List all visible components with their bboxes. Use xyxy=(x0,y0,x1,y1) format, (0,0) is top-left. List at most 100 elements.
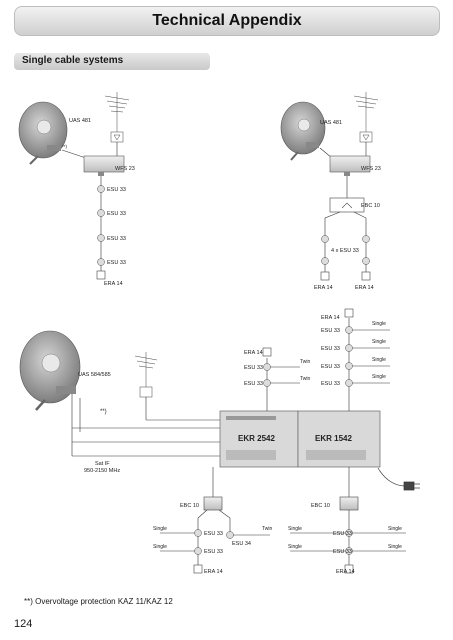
outlet-label: Twin xyxy=(262,526,273,532)
splitter-box xyxy=(329,197,365,213)
splitter-label: EBC 10 xyxy=(311,503,330,509)
outlet-label: Single xyxy=(388,526,402,532)
multiswitch-box xyxy=(329,155,371,176)
satellite-dish-icon xyxy=(280,101,326,161)
tap-icon xyxy=(362,257,370,265)
tap-icon xyxy=(345,326,353,334)
tap-label: ESU 33 xyxy=(107,211,126,217)
outlet-label: Single xyxy=(153,526,167,532)
tap-icon xyxy=(321,257,329,265)
splitter-label: EBC 10 xyxy=(180,503,199,509)
terrestrial-antenna-icon xyxy=(134,352,158,398)
splitter-box xyxy=(203,496,223,511)
outlet-label: Single xyxy=(372,321,386,327)
outlet-label: Single xyxy=(153,544,167,550)
terminator-icon xyxy=(193,564,203,574)
dish-label: UAS 481 xyxy=(320,120,342,126)
tap-icon xyxy=(97,185,105,193)
terminator-icon xyxy=(96,270,106,280)
terminator-label: ERA 14 xyxy=(355,285,374,291)
tap-label: ESU 33 xyxy=(321,346,340,352)
tap-icon xyxy=(194,529,202,537)
terrestrial-antenna-icon xyxy=(353,92,379,143)
tap-icon xyxy=(97,258,105,266)
terminator-icon xyxy=(361,271,371,281)
satellite-dish-icon xyxy=(18,101,68,165)
outlet-label: Single xyxy=(372,339,386,345)
tap-label: ESU 33 xyxy=(333,531,352,537)
terminator-label: ERA 14 xyxy=(321,315,340,321)
multiswitch-label: WFS 23 xyxy=(361,166,381,172)
satellite-dish-icon xyxy=(19,330,81,411)
terminator-label: ERA 14 xyxy=(336,569,355,575)
outlet-label: Single xyxy=(372,357,386,363)
footnote-text: Overvoltage protection KAZ 11/KAZ 12 xyxy=(35,597,173,606)
outlet-label: Single xyxy=(388,544,402,550)
device-label-right: EKR 1542 xyxy=(315,434,352,443)
terminator-label: ERA 14 xyxy=(104,281,123,287)
dish-label: UAS 584/585 xyxy=(78,372,111,378)
tap-icon xyxy=(226,531,234,539)
footnote: **) Overvoltage protection KAZ 11/KAZ 12 xyxy=(24,597,173,606)
multiswitch-device: EKR 1542 xyxy=(297,410,381,468)
overvoltage-marker: **) xyxy=(100,409,107,415)
terminator-label: ERA 14 xyxy=(314,285,333,291)
tap-label: ESU 33 xyxy=(204,531,223,537)
device-label-left: EKR 2542 xyxy=(238,434,275,443)
tap-icon xyxy=(345,362,353,370)
section-bar: Single cable systems xyxy=(14,53,210,70)
tap-label: ESU 33 xyxy=(107,260,126,266)
outlet-label: Single xyxy=(288,526,302,532)
tap-label: ESU 33 xyxy=(244,381,263,387)
terminator-icon xyxy=(320,271,330,281)
multiswitch-box xyxy=(83,155,125,176)
tap-icon xyxy=(263,379,271,387)
terminator-label: ERA 14 xyxy=(244,350,263,356)
tap-icon xyxy=(194,547,202,555)
tap-icon xyxy=(345,547,353,555)
tap-icon xyxy=(97,234,105,242)
section-title: Single cable systems xyxy=(22,55,124,66)
tap-icon xyxy=(321,235,329,243)
tap-icon xyxy=(345,529,353,537)
terminator-icon xyxy=(344,308,354,318)
diagram-3: UAS 584/585 **) Sat IF 950-2150 MHz EKR … xyxy=(19,308,420,575)
sat-if-range-label: 950-2150 MHz xyxy=(84,468,120,474)
tap-label: ESU 33 xyxy=(107,236,126,242)
header-bar: Technical Appendix xyxy=(14,6,440,36)
tap-icon xyxy=(345,379,353,387)
tap-label: ESU 33 xyxy=(204,549,223,555)
multiswitch-label: WFS 23 xyxy=(115,166,135,172)
diagram-2: UAS 481 WFS 23 EBC 10 4 x ESU 33 ERA 14 xyxy=(280,92,381,291)
overvoltage-marker: **) xyxy=(62,144,68,149)
sat-if-label: Sat IF xyxy=(95,461,110,467)
outlet-label: Twin xyxy=(300,376,311,382)
outlet-label: Twin xyxy=(300,359,311,365)
dish-label: UAS 481 xyxy=(69,118,91,124)
tap-icon xyxy=(362,235,370,243)
terminator-icon xyxy=(262,347,272,357)
tap-icon xyxy=(263,363,271,371)
tap-label: ESU 33 xyxy=(107,187,126,193)
outlet-label: Single xyxy=(288,544,302,550)
tap-label: ESU 33 xyxy=(321,364,340,370)
terminator-label: ERA 14 xyxy=(204,569,223,575)
tap-label: ESU 33 xyxy=(321,328,340,334)
page-title: Technical Appendix xyxy=(152,12,302,29)
tap-icon xyxy=(97,209,105,217)
terrestrial-antenna-icon xyxy=(104,92,130,143)
splitter-box xyxy=(339,496,359,511)
terminator-icon xyxy=(344,564,354,574)
tap-label: ESU 33 xyxy=(321,381,340,387)
footnote-marker: **) xyxy=(24,597,33,606)
power-plug-icon xyxy=(377,467,420,491)
outlet-label: Single xyxy=(372,374,386,380)
diagram-1: UAS 481 **) WFS 23 ESU 33 ESU 33 ESU 33 … xyxy=(18,92,135,287)
tap-label: ESU 33 xyxy=(244,365,263,371)
tap-label: ESU 33 xyxy=(333,549,352,555)
multiswitch-device: EKR 2542 xyxy=(219,410,299,468)
splitter-label: EBC 10 xyxy=(361,203,380,209)
taps-label: 4 x ESU 33 xyxy=(331,248,359,254)
tap-icon xyxy=(345,344,353,352)
